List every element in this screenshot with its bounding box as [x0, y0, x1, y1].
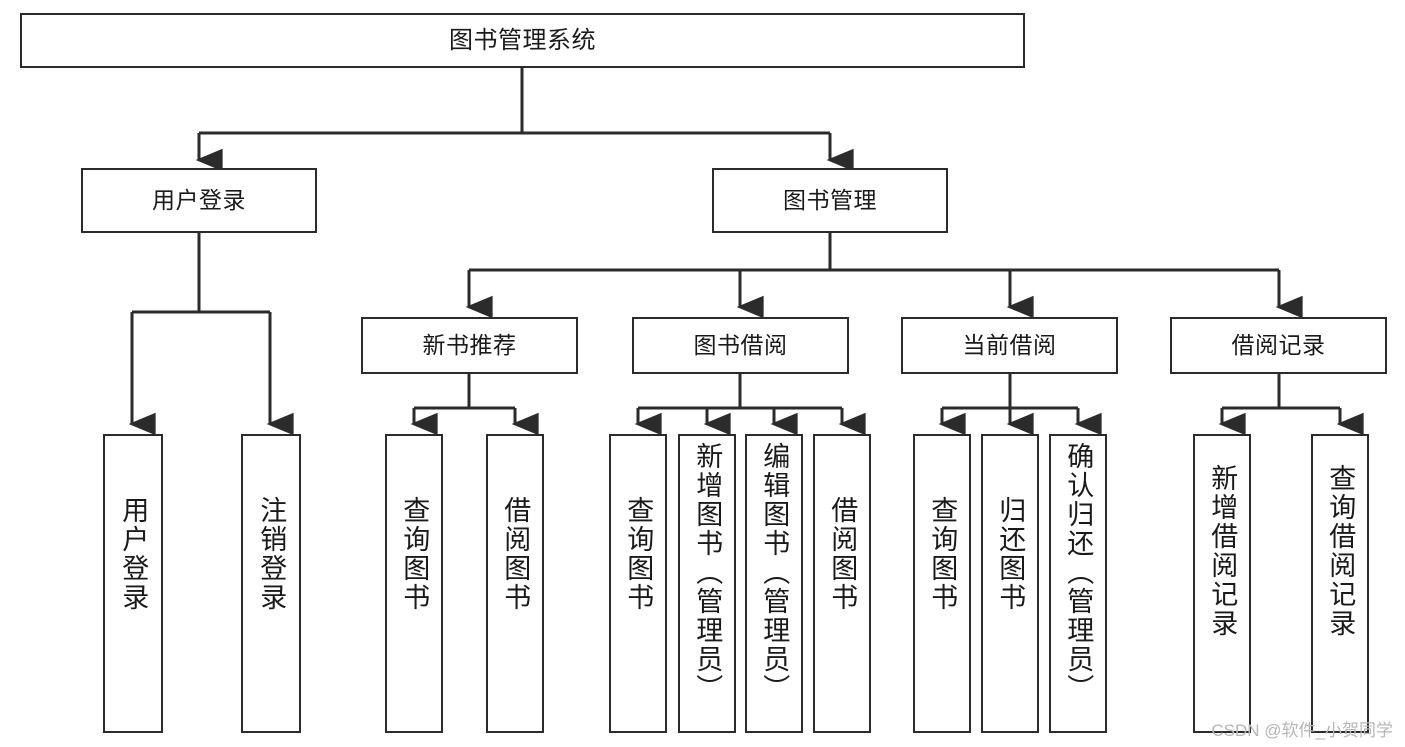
node-label: 借阅图书: [500, 496, 531, 612]
node-label: 新增图书（管理员）: [692, 442, 723, 703]
leaf-query-book-recommend[interactable]: 查询图书: [385, 434, 443, 733]
node-book-management[interactable]: 图书管理: [712, 168, 948, 233]
leaf-borrow-book[interactable]: 借阅图书: [813, 434, 871, 733]
leaf-add-borrow-record[interactable]: 新增借阅记录: [1193, 434, 1251, 733]
watermark-text: CSDN @软件_小贺同学: [1211, 721, 1393, 740]
node-label: 注销登录: [256, 496, 287, 612]
node-book-borrow[interactable]: 图书借阅: [632, 317, 849, 374]
node-root-system[interactable]: 图书管理系统: [20, 13, 1025, 68]
node-label: 图书管理系统: [449, 26, 596, 54]
node-label: 归还图书: [995, 496, 1026, 612]
leaf-add-book-admin[interactable]: 新增图书（管理员）: [678, 434, 736, 733]
node-label: 新书推荐: [422, 332, 517, 358]
leaf-query-book-current[interactable]: 查询图书: [913, 434, 971, 733]
leaf-logout[interactable]: 注销登录: [241, 434, 301, 733]
leaf-confirm-return-admin[interactable]: 确认归还（管理员）: [1049, 434, 1107, 733]
node-label: 当前借阅: [962, 332, 1057, 358]
node-label: 查询图书: [927, 496, 958, 612]
node-label: 用户登录: [152, 187, 246, 213]
leaf-borrow-book-recommend[interactable]: 借阅图书: [486, 434, 544, 733]
node-label: 借阅图书: [827, 496, 858, 612]
node-label: 新增借阅记录: [1207, 464, 1238, 638]
leaf-query-book-borrow[interactable]: 查询图书: [609, 434, 667, 733]
node-label: 确认归还（管理员）: [1063, 442, 1094, 703]
node-label: 用户登录: [118, 496, 149, 612]
node-label: 图书借阅: [693, 332, 788, 358]
node-user-login[interactable]: 用户登录: [81, 168, 317, 233]
leaf-user-login[interactable]: 用户登录: [103, 434, 163, 733]
node-label: 查询图书: [399, 496, 430, 612]
node-label: 借阅记录: [1231, 332, 1326, 358]
node-new-book-recommend[interactable]: 新书推荐: [361, 317, 578, 374]
node-label: 查询图书: [623, 496, 654, 612]
node-label: 图书管理: [783, 187, 877, 213]
leaf-query-borrow-record[interactable]: 查询借阅记录: [1311, 434, 1369, 733]
leaf-return-book[interactable]: 归还图书: [981, 434, 1039, 733]
node-current-borrow[interactable]: 当前借阅: [901, 317, 1118, 374]
node-borrow-record[interactable]: 借阅记录: [1170, 317, 1387, 374]
node-label: 查询借阅记录: [1325, 464, 1356, 638]
node-label: 编辑图书（管理员）: [759, 442, 790, 703]
leaf-edit-book-admin[interactable]: 编辑图书（管理员）: [745, 434, 803, 733]
